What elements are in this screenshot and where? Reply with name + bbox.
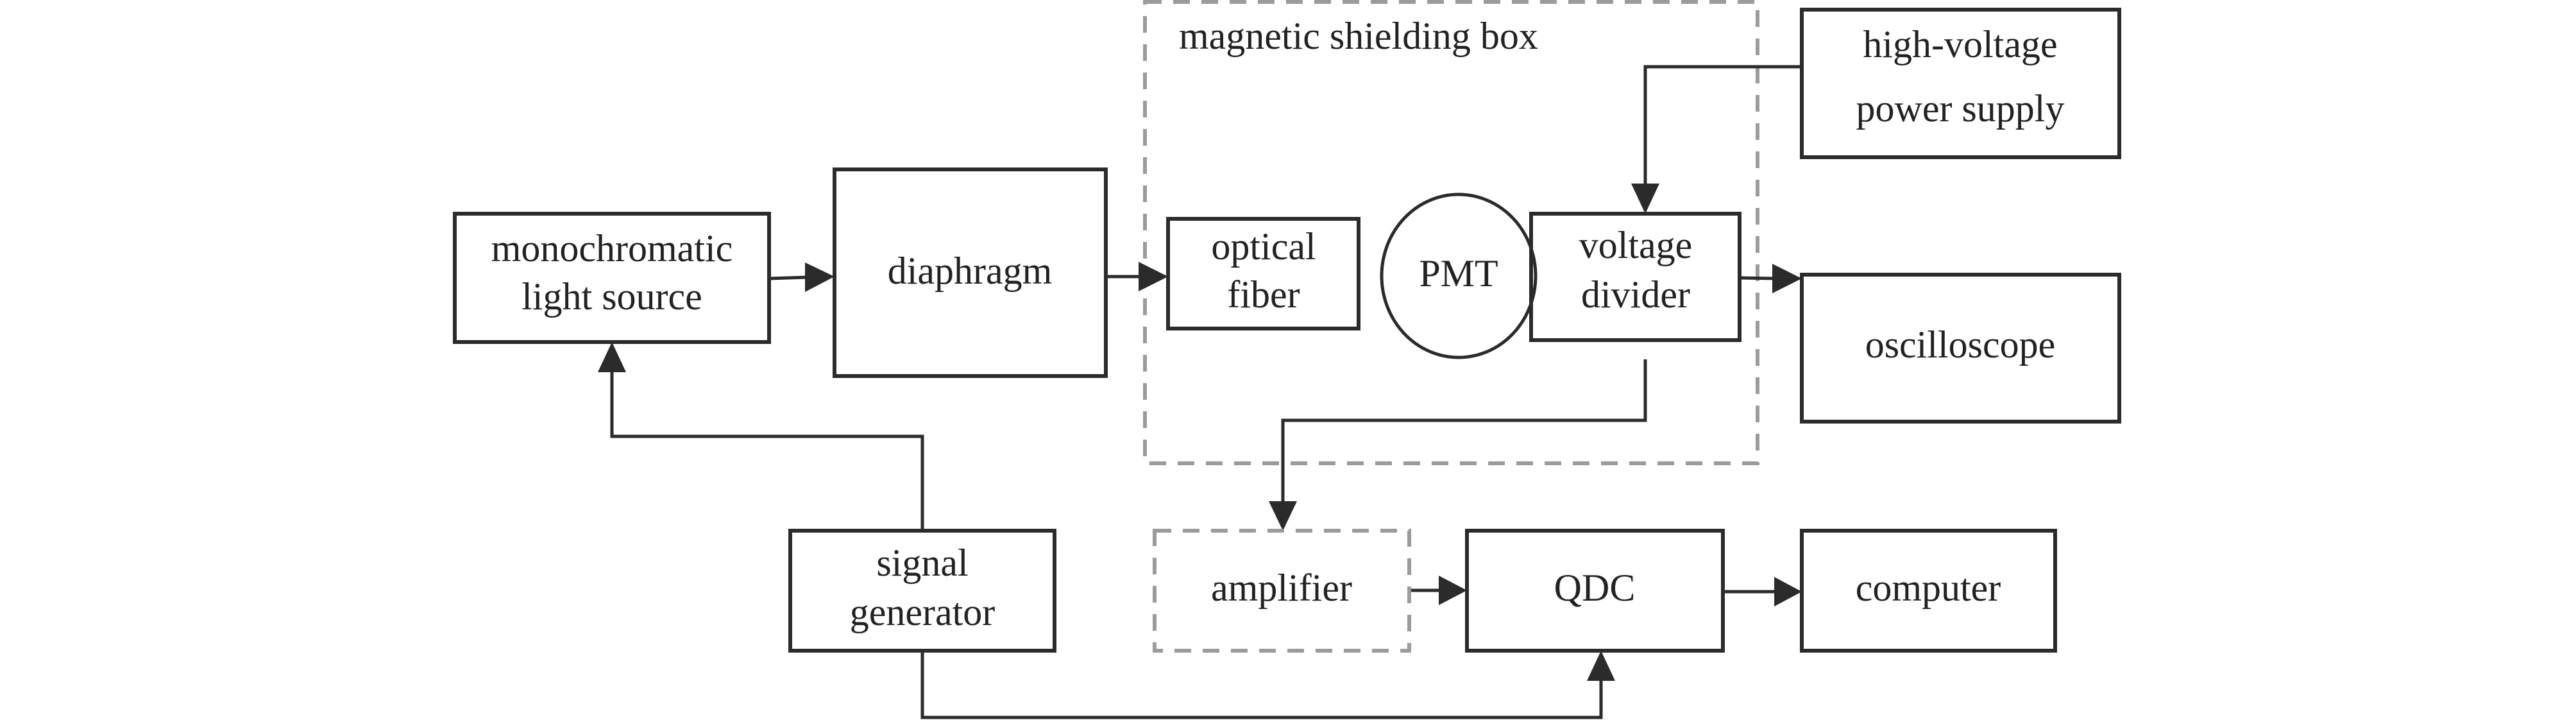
qdc-box: [1465, 529, 1725, 653]
arrowhead-light-source: [598, 342, 626, 372]
signal-generator-label-line1: signal: [876, 542, 968, 584]
light-source-box: [453, 212, 771, 344]
oscilloscope-label: oscilloscope: [1865, 323, 2056, 366]
oscilloscope-box: [1800, 273, 2121, 424]
wire-hv-to-divider: [1643, 65, 1802, 186]
arrowhead-diaphragm: [805, 262, 835, 292]
diaphragm-box: [833, 167, 1108, 378]
optical-fiber-box: [1166, 217, 1360, 330]
arrowhead-divider: [1631, 184, 1659, 214]
voltage-divider-box: [1529, 212, 1741, 342]
node-computer: computer: [1800, 529, 2057, 653]
arrowhead-computer: [1774, 577, 1802, 606]
wire-light-to-diaphragm: [768, 275, 809, 280]
light-source-label-line1: monochromatic: [491, 227, 733, 270]
wire-generator-to-light: [610, 369, 924, 531]
hv-supply-label-line1: high-voltage: [1863, 23, 2057, 65]
hv-supply-label-line2: power supply: [1856, 87, 2065, 130]
light-source-label-line2: light source: [521, 275, 702, 318]
hv-supply-box: [1800, 8, 2121, 159]
node-optical-fiber: optical fiber: [1166, 217, 1360, 330]
optical-fiber-label-line1: optical: [1211, 225, 1316, 268]
node-signal-generator: signal generator: [788, 529, 1056, 653]
node-light-source: monochromatic light source: [453, 212, 771, 344]
signal-generator-box: [788, 529, 1056, 653]
node-pmt: PMT: [1380, 193, 1538, 359]
arrowhead-qdc-bottom: [1587, 651, 1615, 681]
wire-divider-to-amplifier: [1281, 359, 1647, 504]
arrowhead-fiber: [1139, 262, 1168, 291]
shielding-box-label: magnetic shielding box: [1179, 15, 1538, 57]
voltage-divider-label-line2: divider: [1581, 273, 1690, 316]
node-qdc: QDC: [1465, 529, 1725, 653]
optical-fiber-label-line2: fiber: [1227, 273, 1300, 316]
arrowhead-oscilloscope: [1772, 264, 1802, 293]
signal-generator-label-line2: generator: [850, 591, 996, 633]
wire-generator-to-qdc: [920, 651, 1603, 719]
qdc-label: QDC: [1554, 567, 1636, 609]
node-oscilloscope: oscilloscope: [1800, 273, 2121, 424]
arrowhead-qdc-left: [1439, 576, 1467, 605]
computer-label: computer: [1856, 567, 2001, 609]
node-diaphragm: diaphragm: [833, 167, 1108, 378]
voltage-divider-label-line1: voltage: [1579, 224, 1693, 266]
node-voltage-divider: voltage divider: [1529, 212, 1741, 342]
wire-divider-to-oscilloscope: [1739, 276, 1776, 280]
diaphragm-label: diaphragm: [888, 250, 1053, 292]
pmt-circle: [1380, 193, 1538, 359]
node-amplifier: amplifier: [1153, 529, 1411, 653]
amplifier-box: [1153, 529, 1411, 653]
pmt-label: PMT: [1419, 252, 1498, 295]
arrowhead-amplifier: [1269, 501, 1297, 531]
node-hv-supply: high-voltage power supply: [1800, 8, 2121, 159]
computer-box: [1800, 529, 2057, 653]
amplifier-label: amplifier: [1211, 567, 1352, 609]
